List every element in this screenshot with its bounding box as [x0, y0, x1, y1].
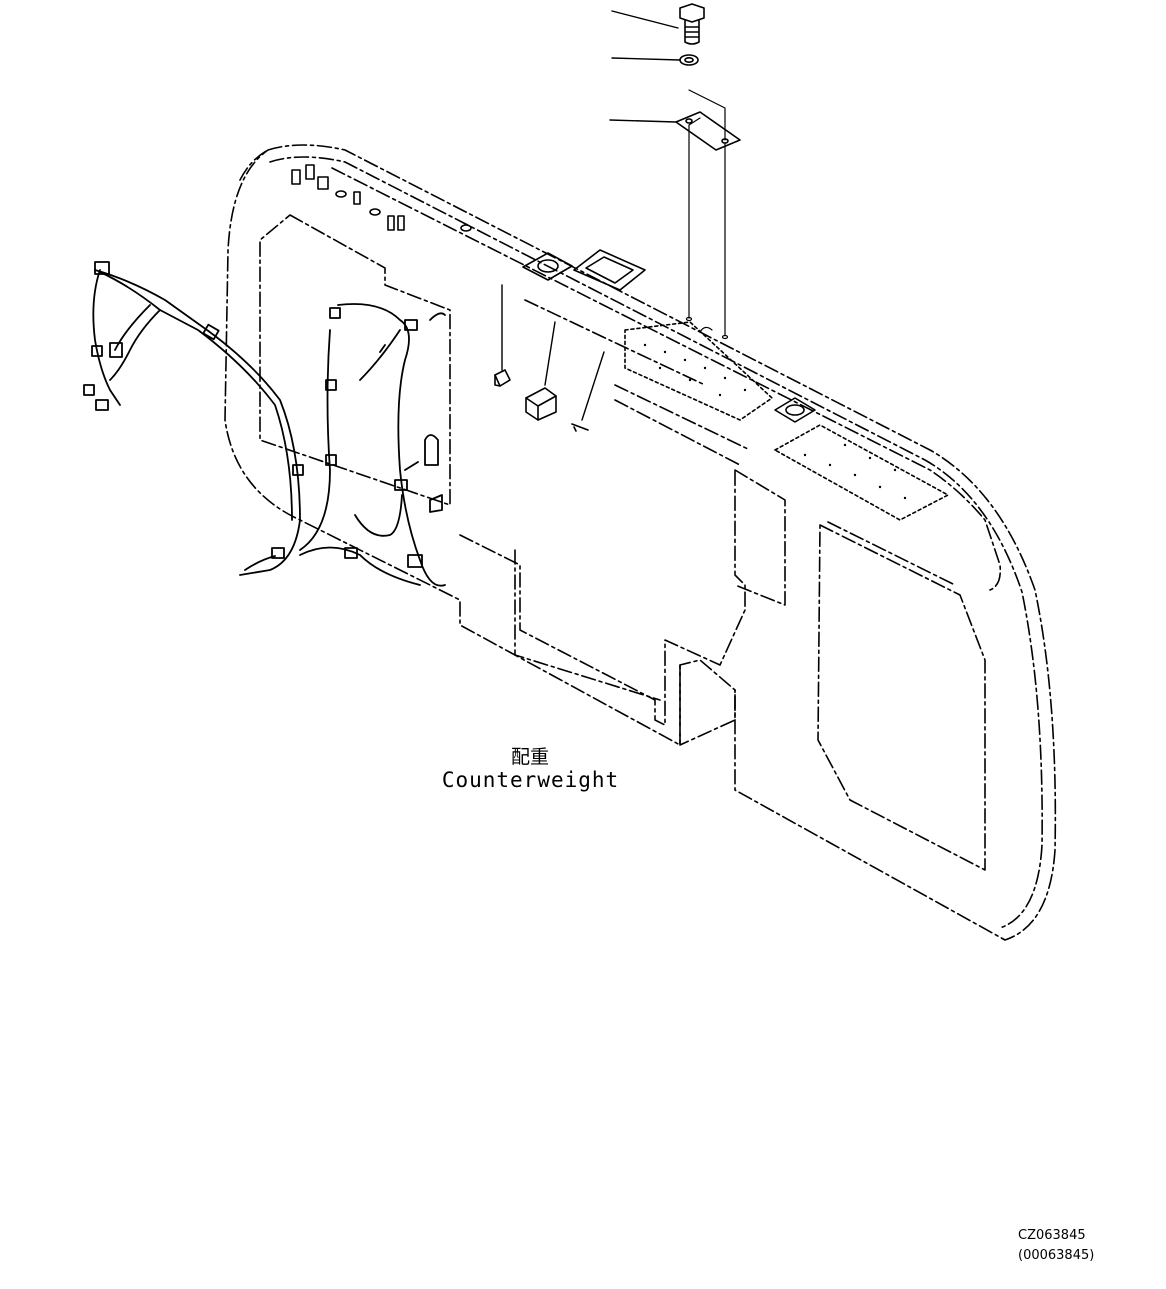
drawing-code: CZ063845 [1018, 1228, 1086, 1243]
drawing-code-ref: (00063845) [1018, 1248, 1095, 1263]
non-slip-plate-1 [624, 321, 773, 421]
top-boss-center [573, 249, 646, 291]
non-slip-plate-2 [774, 424, 949, 521]
mounting-plate [675, 111, 741, 151]
leader-lines [501, 10, 681, 421]
assembly-lines [685, 89, 729, 340]
clip-part [494, 369, 511, 387]
wiring-harness [92, 269, 446, 587]
counterweight-outline [224, 144, 1057, 941]
top-terminals [291, 164, 472, 232]
washer [679, 54, 699, 66]
bolt [679, 3, 705, 45]
top-boss-right [774, 397, 816, 423]
plate-dots [643, 343, 907, 500]
pin-part [571, 423, 589, 432]
part-label-en: Counterweight [441, 768, 620, 792]
harness-clamps [83, 261, 423, 568]
part-label-jp: 配重 [510, 746, 549, 768]
rubber-block-part [525, 387, 557, 421]
top-boss-left [522, 252, 573, 281]
